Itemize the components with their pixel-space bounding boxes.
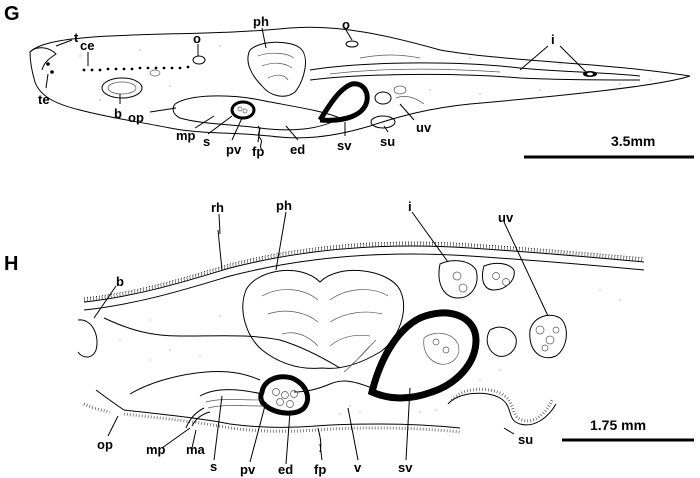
panel-h-body-outline — [103, 317, 341, 369]
label-h-uv: uv — [498, 210, 514, 225]
label-g-b: b — [114, 106, 122, 121]
panel-g-ovary-2 — [345, 40, 359, 48]
label-h-ed: ed — [278, 462, 293, 477]
label-g-ce: ce — [80, 38, 94, 53]
label-g-o2: o — [342, 17, 350, 32]
panel-g-scale-text: 3.5mm — [611, 133, 655, 149]
label-g-o1: o — [193, 31, 201, 46]
panel-g: G — [4, 3, 694, 159]
panel-h-uterus — [529, 314, 567, 359]
panel-g-copulatory-complex — [172, 95, 342, 131]
label-g-op: op — [128, 110, 144, 125]
panel-h-scale-text: 1.75 mm — [590, 417, 646, 433]
label-g-ph: ph — [253, 14, 269, 29]
panel-g-penis-papilla — [230, 100, 256, 120]
panel-g-brain — [101, 77, 143, 99]
panel-h-leaders — [93, 211, 549, 465]
panel-g-sucker — [370, 115, 396, 129]
label-h-su: su — [518, 432, 533, 447]
panel-g-head-tip — [29, 47, 57, 71]
panel-h-sucker — [447, 392, 557, 426]
label-h-op: op — [97, 437, 113, 452]
label-h-sv: sv — [398, 460, 413, 475]
label-g-t: t — [74, 30, 79, 45]
panel-h-dorsal-epidermis — [83, 245, 645, 303]
label-h-v: v — [354, 460, 362, 475]
panel-h-ventral-epidermis — [129, 371, 261, 395]
panel-h-brain — [77, 319, 98, 358]
label-h-s: s — [210, 459, 217, 474]
panel-g-uterus-1 — [374, 91, 392, 105]
label-g-s: s — [203, 134, 210, 149]
panel-h-prostatic-vesicle — [258, 374, 310, 416]
panel-g-letter: G — [4, 3, 20, 25]
label-g-su: su — [380, 134, 395, 149]
panel-g-pharynx — [247, 41, 306, 97]
label-g-pv: pv — [226, 142, 242, 157]
label-g-ed: ed — [290, 142, 305, 157]
panel-g-ovary-1 — [192, 55, 206, 65]
panel-g-leaders — [45, 27, 587, 143]
panel-h: H — [4, 198, 694, 477]
panel-h-seminal-vesicle — [367, 309, 480, 402]
label-h-pv: pv — [240, 462, 256, 477]
label-g-fp: fp — [252, 144, 264, 159]
label-h-ma: ma — [186, 442, 206, 457]
label-h-i: i — [408, 199, 412, 214]
panel-h-letter: H — [4, 253, 18, 275]
label-g-te: te — [38, 92, 50, 107]
panel-h-ejaculatory-duct — [293, 380, 373, 393]
panel-h-male-atrium — [185, 407, 205, 429]
label-h-fp: fp — [314, 462, 326, 477]
label-h-mp: mp — [146, 442, 166, 457]
label-h-b: b — [116, 274, 124, 289]
label-g-uv: uv — [416, 120, 432, 135]
panel-h-pharynx — [242, 269, 405, 369]
panel-g-stipple — [79, 45, 651, 101]
panel-h-stipple — [119, 289, 621, 415]
panel-h-mouth — [95, 389, 125, 411]
label-g-sv: sv — [337, 138, 352, 153]
label-h-ph: ph — [276, 198, 292, 213]
label-h-rh: rh — [211, 200, 224, 215]
label-g-mp: mp — [176, 128, 196, 143]
panel-h-intestine — [438, 260, 515, 299]
panel-g-eyespots — [46, 62, 190, 74]
panel-g-seminal-vesicle — [317, 81, 370, 123]
label-g-i: i — [551, 32, 555, 47]
